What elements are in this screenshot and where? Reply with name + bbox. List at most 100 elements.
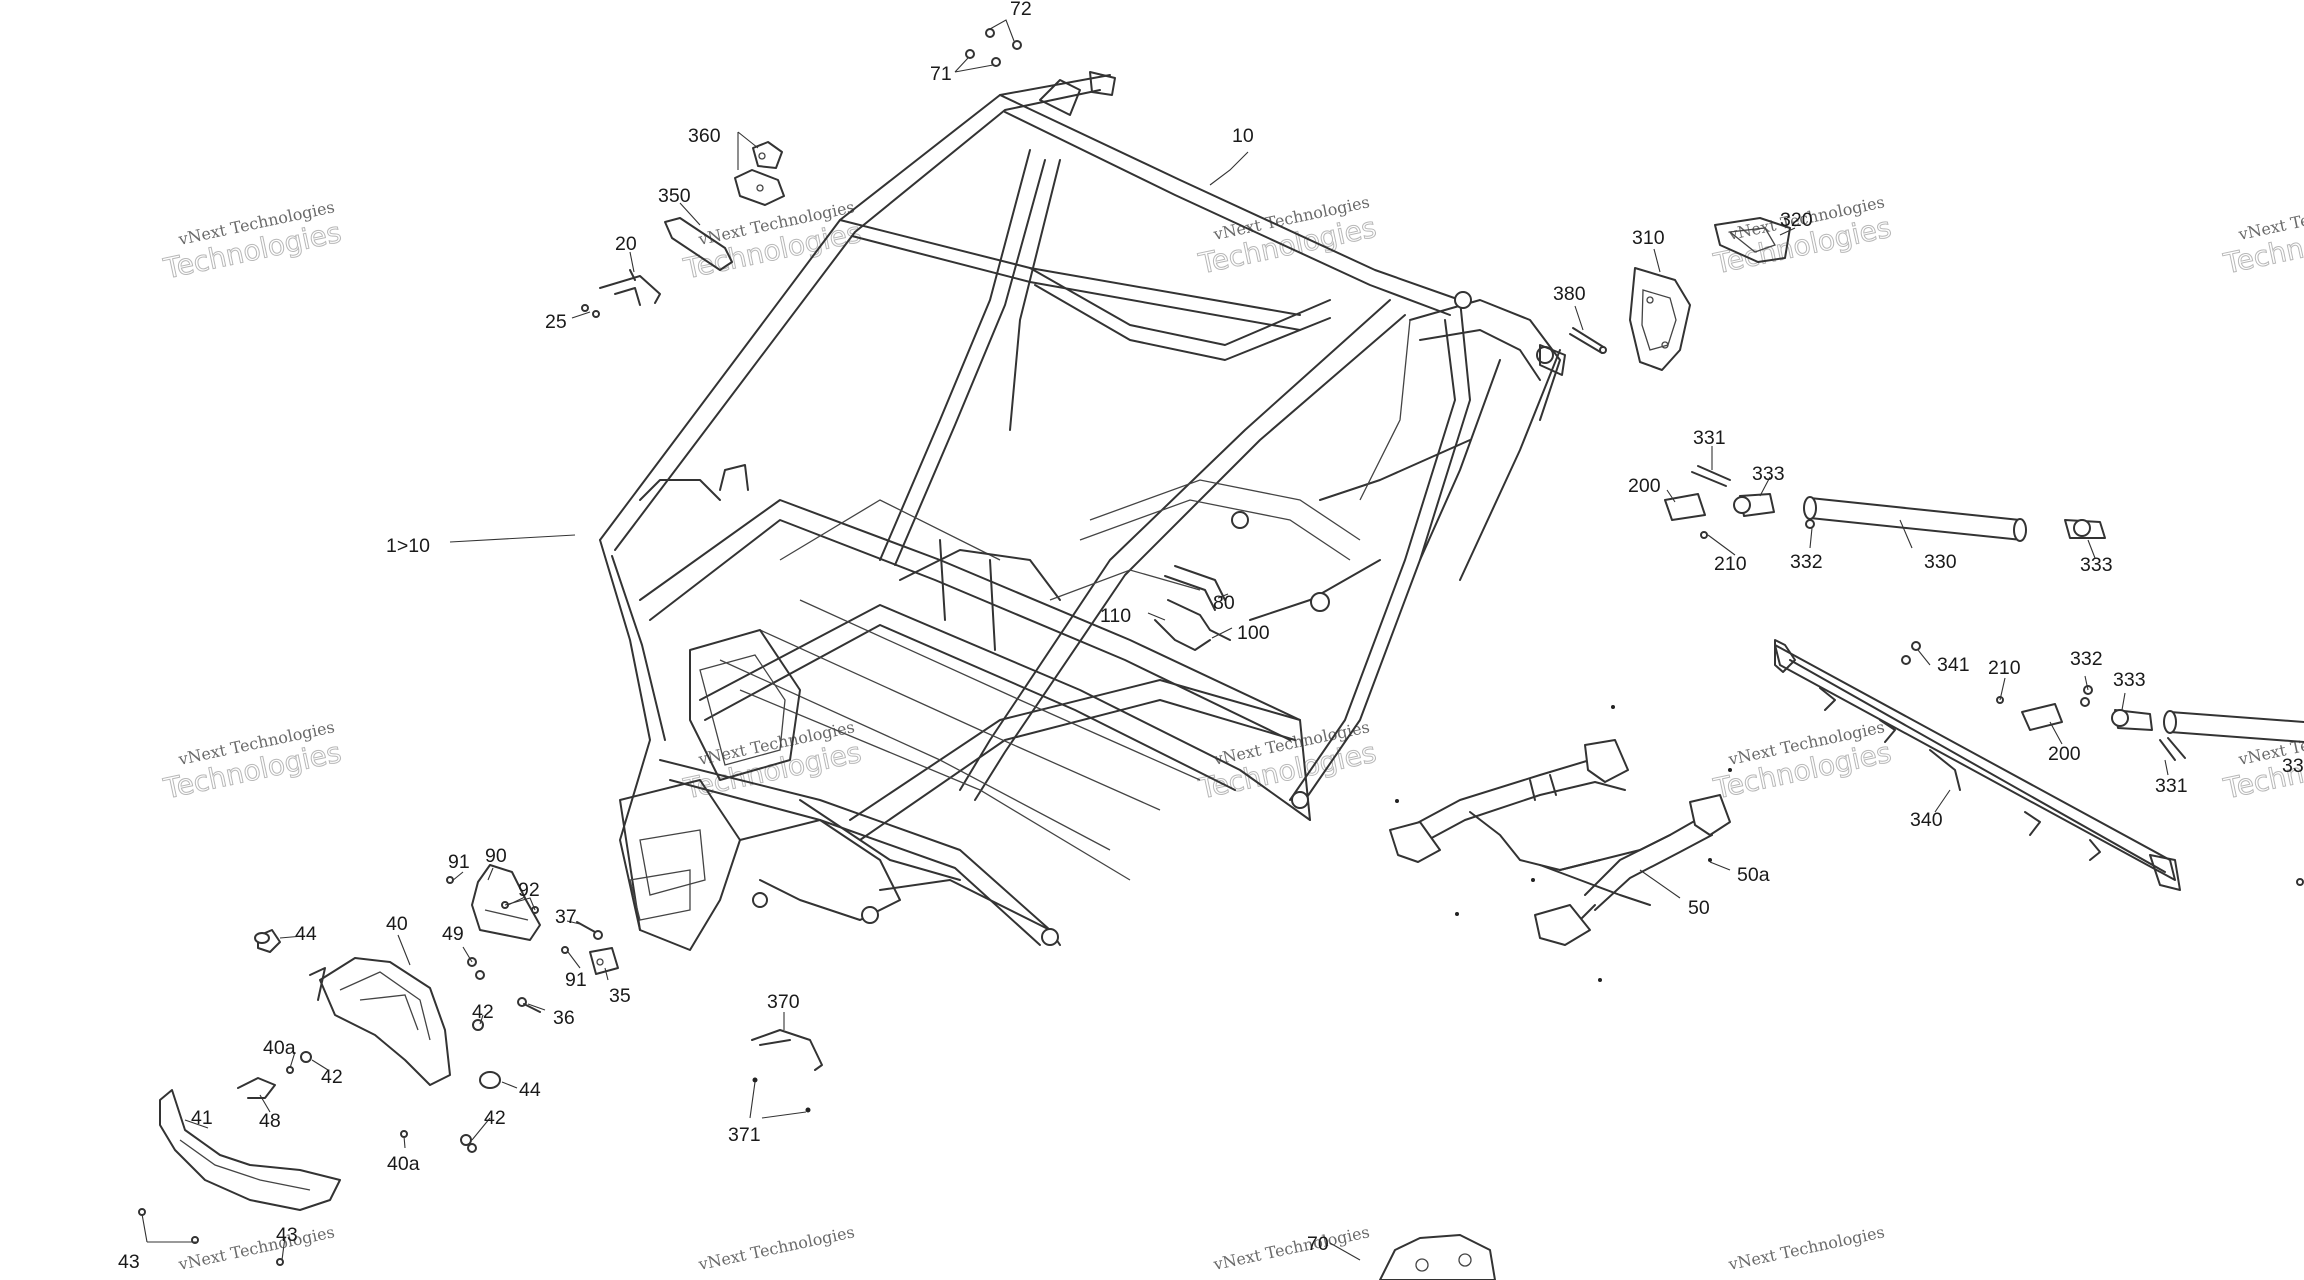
svg-text:vNext Technologies: vNext Technologies <box>176 1222 336 1274</box>
callout-340: 340 <box>1910 809 1943 831</box>
part-35-block <box>589 947 619 975</box>
part-200-guard-a <box>1664 493 1706 521</box>
callout-80: 80 <box>1213 592 1235 614</box>
callout-91a: 91 <box>448 851 470 873</box>
part-320-plate <box>1714 217 1791 263</box>
watermark-8: Technologies vNext Technologies <box>1195 717 1380 806</box>
part-350-strap <box>664 217 733 271</box>
callout-42c: 42 <box>484 1107 506 1129</box>
part-44-bumper-b <box>479 1071 501 1089</box>
part-371-screws <box>752 1077 811 1113</box>
watermark-6: Technologies vNext Technologies <box>160 717 345 806</box>
part-330-tube-b <box>2163 710 2304 743</box>
svg-text:vNext Technologies: vNext Technologies <box>1726 1222 1886 1274</box>
watermark-3: Technologies vNext Technologies <box>1195 192 1380 281</box>
callout-200b: 200 <box>2048 743 2081 765</box>
main-frame <box>599 71 1566 951</box>
leader-lines <box>141 131 2169 1261</box>
part-210-screw-a <box>1700 531 1708 539</box>
callout-42b: 42 <box>321 1066 343 1088</box>
part-80-100-110-pins <box>1154 565 1231 651</box>
part-25-nuts <box>581 304 600 318</box>
callout-333c: 333 <box>2113 669 2146 691</box>
part-331-bolts-a <box>1691 465 1731 487</box>
callout-92: 92 <box>518 879 540 901</box>
part-310-plate <box>1629 267 1691 371</box>
part-333-clamp-a <box>1733 493 1775 517</box>
part-36-bolt <box>517 997 541 1013</box>
watermark-9: Technologies vNext Technologies <box>1710 717 1895 806</box>
callout-37: 37 <box>555 906 577 928</box>
part-340-crossbar <box>1774 639 2181 891</box>
watermark-2: Technologies vNext Technologies <box>680 197 865 286</box>
part-91-screw-b <box>561 946 569 954</box>
part-42-nut-c <box>460 1134 477 1153</box>
part-71-nuts <box>954 49 1001 73</box>
part-48-clip <box>237 1077 276 1099</box>
callout-200a: 200 <box>1628 475 1661 497</box>
part-72-nuts <box>985 19 1022 50</box>
part-332-nut-a <box>1805 519 1815 529</box>
part-50-support <box>1389 739 1731 946</box>
callout-100: 100 <box>1237 622 1270 644</box>
callout-110: 110 <box>1100 605 1131 627</box>
callout-50a: 50a <box>1737 864 1770 886</box>
callout-332b: 332 <box>2070 648 2103 670</box>
callout-90: 90 <box>485 845 507 867</box>
watermark-13: vNext Technologies <box>1211 1222 1371 1274</box>
callout-1to10: 1>10 <box>386 535 430 557</box>
part-70-mount <box>1379 1234 1496 1280</box>
watermark-layer: Technologies vNext Technologies Technolo… <box>160 192 2304 1274</box>
callout-40a1: 40a <box>263 1037 296 1059</box>
callout-371: 371 <box>728 1124 761 1146</box>
callout-333b: 333 <box>2080 554 2113 576</box>
part-44-bumper-a <box>254 929 281 953</box>
part-333-clamp-b <box>2064 519 2106 539</box>
callout-labels: 72 71 360 350 20 25 10 1>10 310 320 380 … <box>118 0 2304 1273</box>
callout-33: 33 <box>2282 755 2304 777</box>
callout-331a: 331 <box>1693 427 1726 449</box>
callout-210b: 210 <box>1988 657 2021 679</box>
callout-20: 20 <box>615 233 637 255</box>
part-91-screw-a <box>446 876 454 884</box>
callout-40a2: 40a <box>387 1153 420 1175</box>
callout-210a: 210 <box>1714 553 1747 575</box>
callout-49: 49 <box>442 923 464 945</box>
callout-50: 50 <box>1688 897 1710 919</box>
part-49-screw <box>467 957 485 980</box>
part-330-tube <box>1803 496 2027 542</box>
callout-333a: 333 <box>1752 463 1785 485</box>
callout-35: 35 <box>609 985 631 1007</box>
part-333-clamp-c <box>2111 709 2153 731</box>
callout-40: 40 <box>386 913 408 935</box>
watermark-12: vNext Technologies <box>696 1222 856 1274</box>
callout-72: 72 <box>1010 0 1032 20</box>
watermark-14: vNext Technologies <box>1726 1222 1886 1274</box>
callout-330: 330 <box>1924 551 1957 573</box>
part-33-edge <box>2296 878 2304 886</box>
callout-44a: 44 <box>295 923 317 945</box>
callout-42a: 42 <box>472 1001 494 1023</box>
part-360-bracket <box>734 141 785 206</box>
watermark-1: Technologies vNext Technologies <box>160 197 345 286</box>
part-42-nut-b <box>300 1051 312 1063</box>
part-92-screws <box>501 897 539 914</box>
part-20-pin <box>599 269 661 306</box>
part-370-bracket <box>751 1029 823 1071</box>
callout-43a: 43 <box>118 1251 140 1273</box>
callout-341: 341 <box>1937 654 1970 676</box>
callout-43b: 43 <box>276 1224 298 1246</box>
callout-91b: 91 <box>565 969 587 991</box>
watermark-11: vNext Technologies <box>176 1222 336 1274</box>
callout-310: 310 <box>1632 227 1665 249</box>
part-41-skidplate <box>159 1089 341 1211</box>
callout-71: 71 <box>930 63 952 85</box>
part-341-nuts <box>1901 641 1921 665</box>
part-37-bolt <box>576 921 603 940</box>
part-40-bracket <box>309 957 451 1086</box>
part-200-guard-b <box>2021 703 2063 731</box>
callout-44b: 44 <box>519 1079 541 1101</box>
callout-370: 370 <box>767 991 800 1013</box>
part-50a-nuts <box>1395 705 1732 982</box>
